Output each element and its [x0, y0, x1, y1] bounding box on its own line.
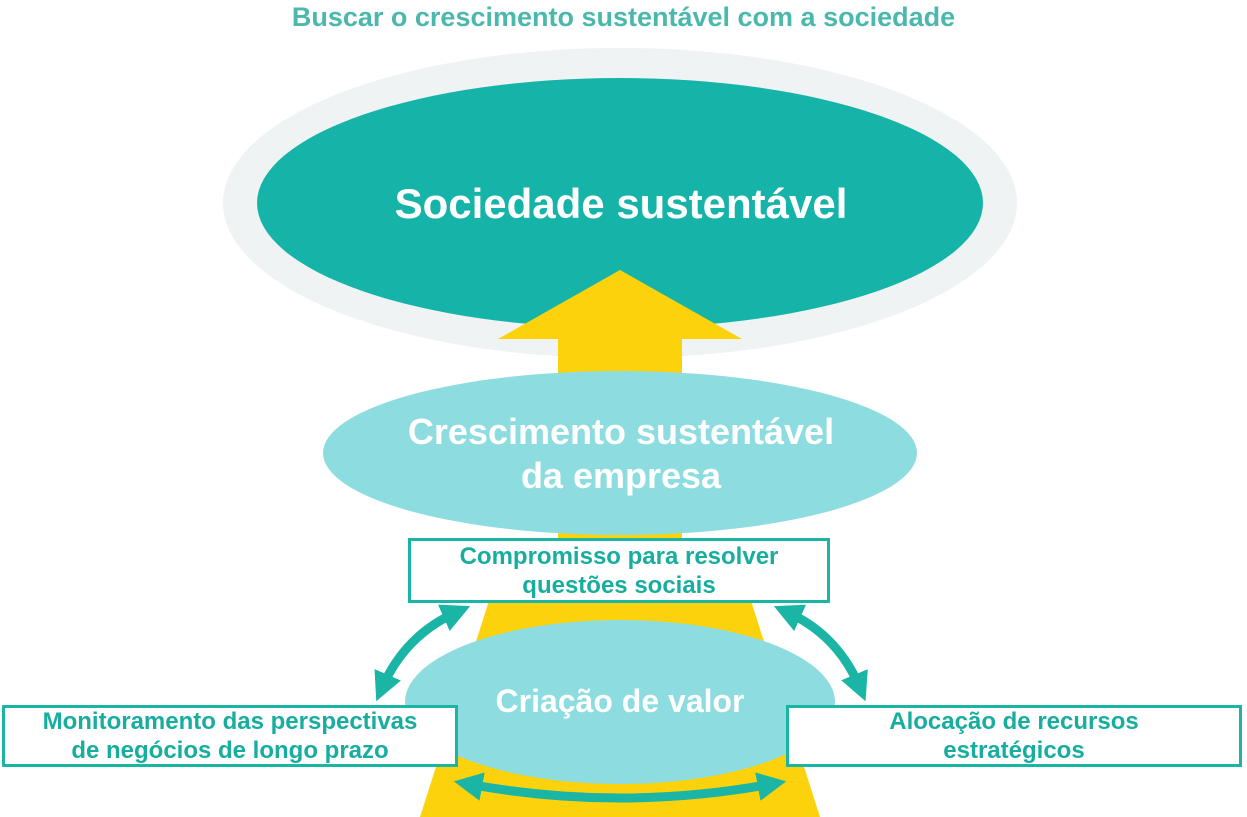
long-term-outlook-line2: de negócios de longo prazo	[71, 737, 389, 764]
company-growth-line2: da empresa	[520, 455, 722, 496]
double-arrow-left	[374, 604, 471, 702]
sustainable-society-label: Sociedade sustentável	[394, 180, 848, 227]
long-term-outlook-line1: Monitoramento das perspectivas	[42, 708, 418, 735]
resource-allocation-line1: Alocação de recursos	[889, 708, 1139, 735]
resource-allocation-box: Alocação de recursos estratégicos	[786, 705, 1242, 767]
social-issues-box: Compromisso para resolver questões socia…	[408, 538, 830, 603]
company-growth-label: Crescimento sustentável da empresa	[325, 410, 917, 498]
sustainable-society-ellipse	[257, 78, 983, 328]
value-creation-ellipse	[405, 620, 835, 784]
company-growth-line1: Crescimento sustentável	[407, 411, 835, 452]
double-arrow-right	[773, 604, 868, 702]
social-issues-line2: questões sociais	[522, 571, 716, 599]
company-growth-ellipse	[323, 371, 917, 535]
resource-allocation-line2: estratégicos	[943, 737, 1085, 764]
value-creation-label: Criação de valor	[495, 683, 745, 719]
headline: Buscar o crescimento sustentável com a s…	[291, 2, 956, 32]
long-term-outlook-box: Monitoramento das perspectivas de negóci…	[2, 705, 458, 767]
social-issues-line1: Compromisso para resolver	[459, 542, 779, 570]
double-arrow-bottom	[453, 772, 787, 803]
